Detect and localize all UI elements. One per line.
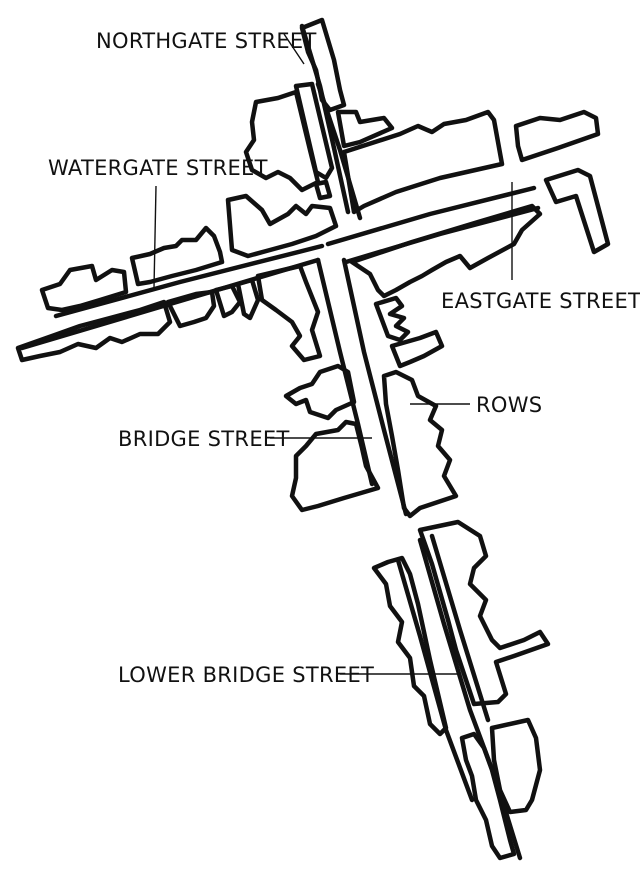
label-rows: ROWS xyxy=(476,393,542,417)
building xyxy=(225,193,339,259)
building xyxy=(255,263,323,363)
building xyxy=(341,109,505,215)
building xyxy=(39,263,129,313)
label-northgate-street: NORTHGATE STREET xyxy=(96,29,317,53)
building xyxy=(283,363,357,421)
building xyxy=(373,295,411,343)
street-labels: NORTHGATE STREET WATERGATE STREET EASTGA… xyxy=(48,29,640,687)
watergate-north-buildings xyxy=(39,179,339,313)
label-watergate-street: WATERGATE STREET xyxy=(48,156,268,180)
row-line xyxy=(395,557,475,803)
building xyxy=(289,419,381,513)
row-line xyxy=(325,185,537,247)
row-line xyxy=(341,257,409,517)
watergate-leader xyxy=(153,185,157,289)
building xyxy=(381,369,459,519)
eastgate-north-buildings xyxy=(335,109,601,215)
label-eastgate-street: EASTGATE STREET xyxy=(441,289,640,313)
row-line xyxy=(315,257,375,487)
rows-walkways xyxy=(19,23,541,861)
eastgate-east-buildings xyxy=(543,167,611,255)
building xyxy=(235,277,261,321)
leader-lines xyxy=(153,33,513,675)
building xyxy=(335,109,395,149)
building xyxy=(513,109,601,163)
northgate-leader xyxy=(283,33,305,65)
building xyxy=(389,329,445,369)
building xyxy=(417,519,551,707)
label-bridge-street: BRIDGE STREET xyxy=(118,427,290,451)
row-line xyxy=(19,257,321,351)
building xyxy=(489,717,543,815)
label-lower-bridge-street: LOWER BRIDGE STREET xyxy=(118,663,374,687)
eastgate-south-buildings xyxy=(349,203,543,369)
row-line xyxy=(315,81,363,221)
northgate-west-buildings xyxy=(243,17,347,193)
row-line xyxy=(417,537,523,861)
lower-bridge-east-buildings xyxy=(417,519,551,815)
bridge-west-buildings xyxy=(255,263,381,513)
row-line xyxy=(429,533,491,723)
building xyxy=(243,89,321,193)
row-line xyxy=(53,243,325,319)
building xyxy=(543,167,611,255)
building xyxy=(349,203,543,299)
building xyxy=(371,555,449,737)
bridge-east-buildings xyxy=(381,369,459,519)
row-line xyxy=(343,205,541,265)
building xyxy=(313,179,333,201)
